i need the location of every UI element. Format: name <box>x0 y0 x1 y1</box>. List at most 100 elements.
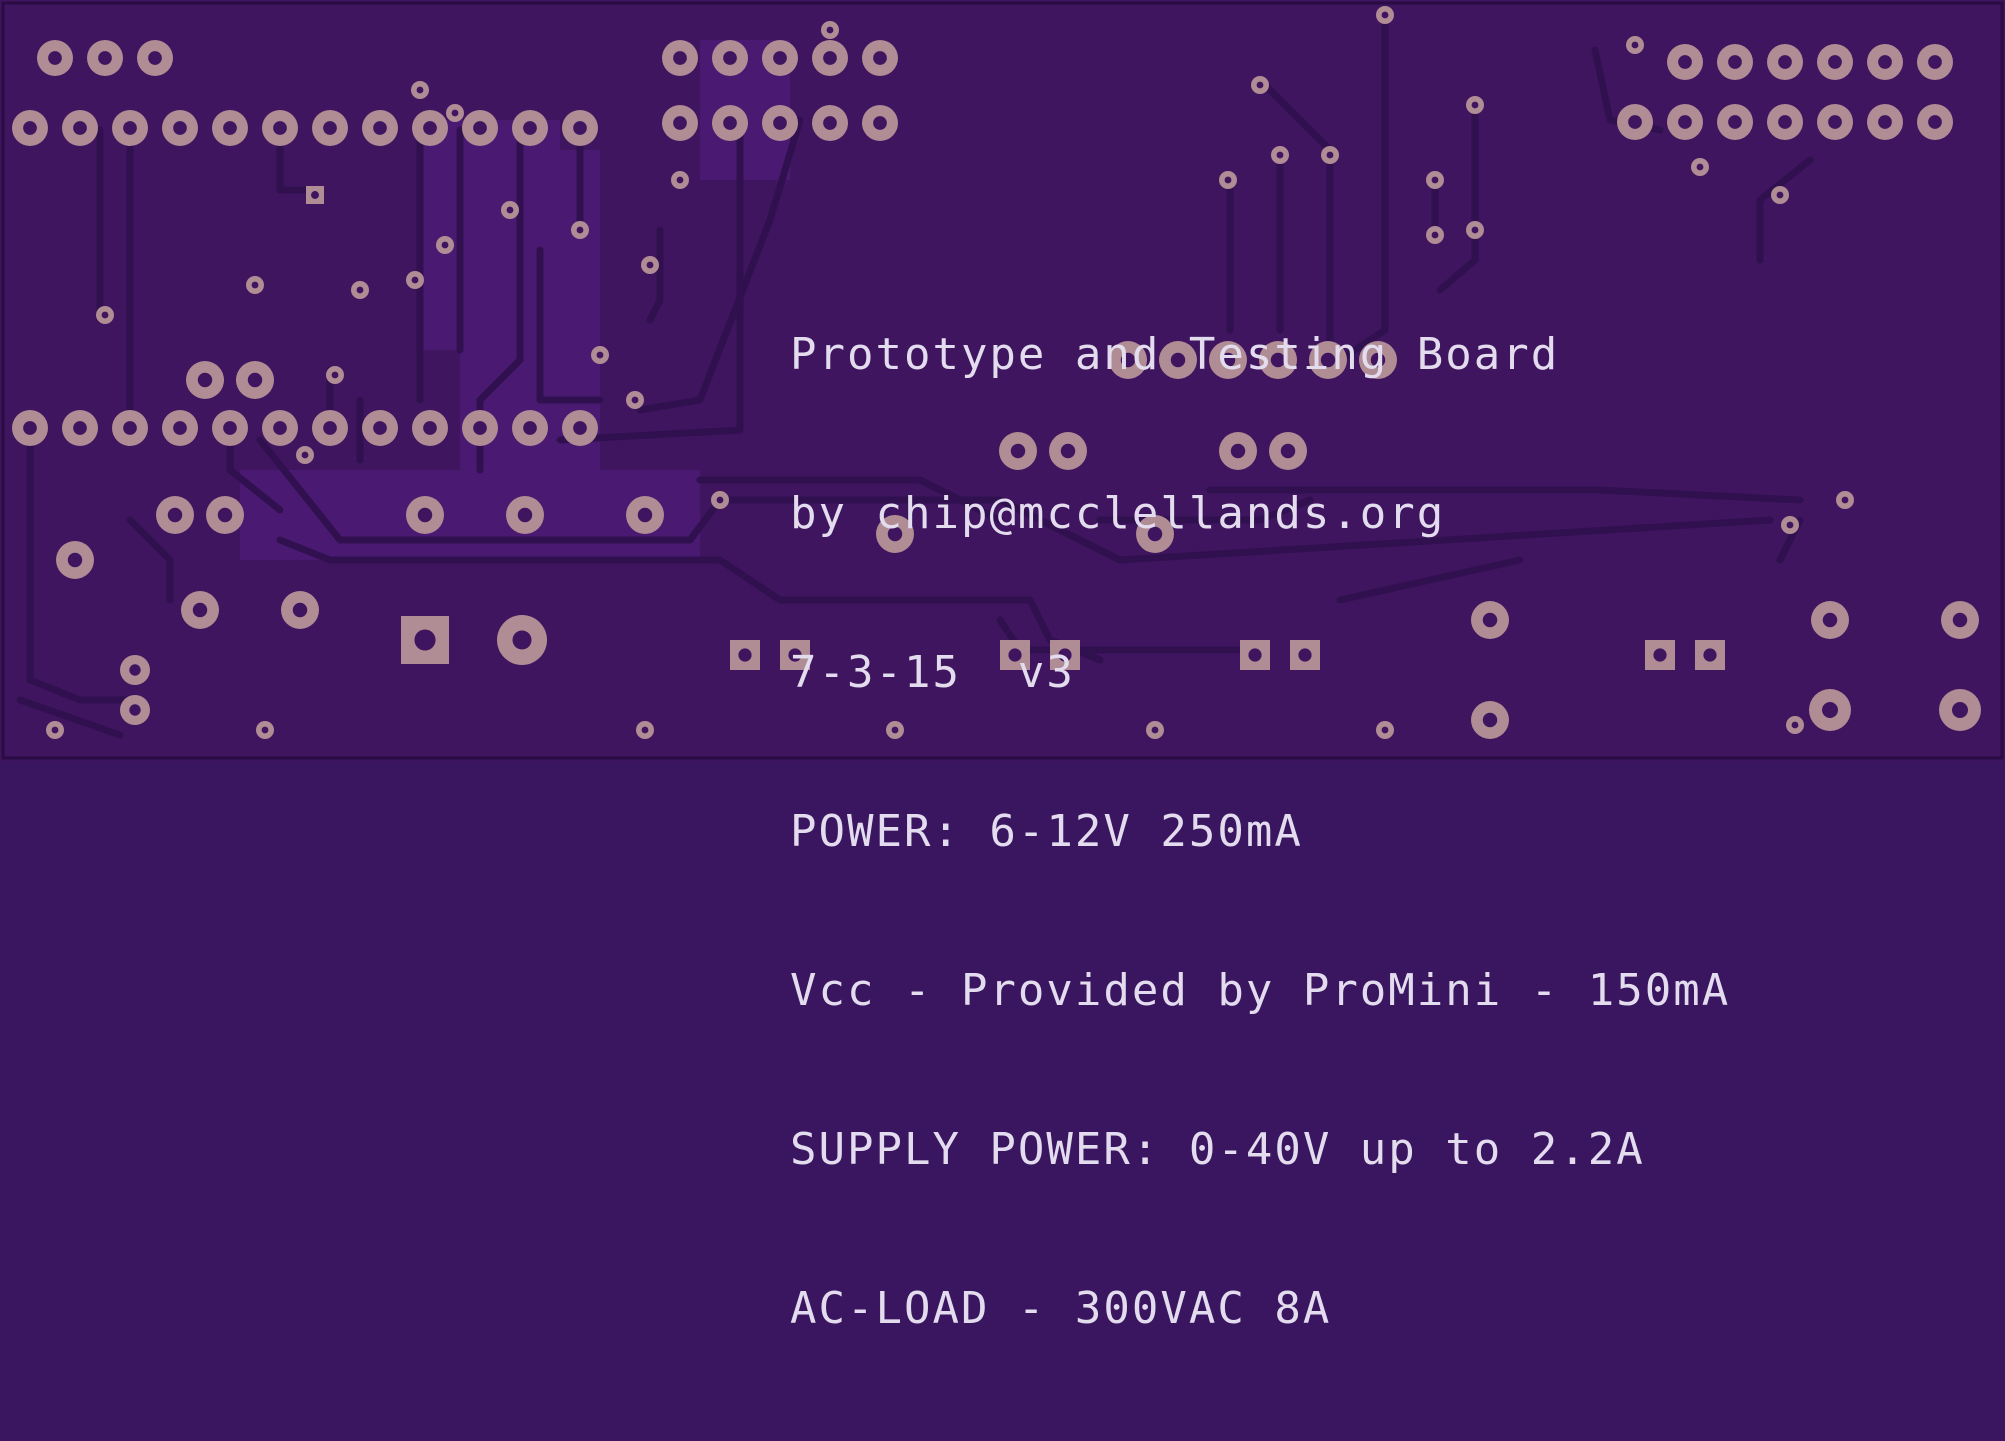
drill-hole <box>1728 55 1742 69</box>
drill-hole <box>723 51 737 65</box>
drill-hole <box>1482 612 1498 628</box>
drill-hole <box>1326 151 1334 159</box>
drill-hole <box>773 116 787 130</box>
drill-hole <box>823 116 837 130</box>
drill-hole <box>873 51 887 65</box>
drill-hole <box>23 121 37 135</box>
drill-hole <box>1276 151 1284 159</box>
drill-hole <box>123 121 137 135</box>
drill-hole <box>416 86 424 94</box>
drill-hole <box>1471 101 1479 109</box>
copper-trace <box>536 246 604 404</box>
silkscreen-ac-load: AC-LOAD - 300VAC 8A <box>790 1283 1332 1334</box>
drill-hole <box>411 276 419 284</box>
copper-trace <box>716 556 1034 604</box>
drill-hole <box>673 51 687 65</box>
drill-hole <box>1147 526 1163 542</box>
drill-hole <box>51 726 59 734</box>
drill-hole <box>123 421 137 435</box>
drill-hole <box>512 630 532 650</box>
copper-trace <box>1436 101 1479 294</box>
drill-hole <box>1778 115 1792 129</box>
drill-hole <box>1703 648 1717 662</box>
drill-hole <box>101 311 109 319</box>
copper-trace <box>256 436 694 544</box>
drill-hole <box>1628 115 1642 129</box>
drill-hole <box>891 726 899 734</box>
pcb-layout <box>0 0 2005 761</box>
drill-hole <box>301 451 309 459</box>
drill-hole <box>1120 352 1136 368</box>
drill-hole <box>1828 55 1842 69</box>
drill-hole <box>414 629 436 651</box>
drill-hole <box>323 421 337 435</box>
copper-trace <box>686 496 1774 564</box>
drill-hole <box>223 121 237 135</box>
drill-hole <box>773 51 787 65</box>
drill-hole <box>311 191 319 199</box>
drill-hole <box>417 507 433 523</box>
drill-hole <box>1728 115 1742 129</box>
drill-hole <box>1170 352 1186 368</box>
drill-hole <box>517 507 533 523</box>
drill-hole <box>1270 352 1286 368</box>
drill-hole <box>506 206 514 214</box>
silkscreen-vcc: Vcc - Provided by ProMini - 150mA <box>790 965 1731 1016</box>
drill-hole <box>129 704 141 716</box>
copper-trace <box>1206 486 1804 504</box>
drill-hole <box>826 26 834 34</box>
drill-hole <box>1928 55 1942 69</box>
drill-hole <box>1381 726 1389 734</box>
drill-hole <box>247 372 263 388</box>
drill-hole <box>23 421 37 435</box>
drill-hole <box>1952 612 1968 628</box>
copper-trace <box>1336 11 1389 364</box>
drill-hole <box>1058 648 1072 662</box>
pads-layer <box>12 6 1981 739</box>
drill-hole <box>1320 352 1336 368</box>
drill-hole <box>373 121 387 135</box>
drill-hole <box>1878 115 1892 129</box>
drill-hole <box>523 421 537 435</box>
drill-hole <box>576 226 584 234</box>
drill-hole <box>873 116 887 130</box>
drill-hole <box>148 51 162 65</box>
drill-hole <box>673 116 687 130</box>
drill-hole <box>1256 81 1264 89</box>
drill-hole <box>1431 231 1439 239</box>
copper-trace <box>636 116 804 414</box>
copper-trace <box>26 426 134 704</box>
drill-hole <box>451 109 459 117</box>
drill-hole <box>738 648 752 662</box>
drill-hole <box>1220 352 1236 368</box>
drill-hole <box>1928 115 1942 129</box>
copper-trace <box>696 476 1004 524</box>
pcb-board: Prototype and Testing Board by chip@mccl… <box>0 0 2005 1334</box>
copper-trace <box>646 226 664 324</box>
drill-hole <box>716 496 724 504</box>
drill-hole <box>98 51 112 65</box>
drill-hole <box>573 421 587 435</box>
drill-hole <box>251 281 259 289</box>
drill-hole <box>473 121 487 135</box>
drill-hole <box>1280 443 1296 459</box>
drill-hole <box>223 421 237 435</box>
drill-hole <box>129 664 141 676</box>
drill-hole <box>641 726 649 734</box>
drill-hole <box>473 421 487 435</box>
drill-hole <box>173 421 187 435</box>
drill-hole <box>273 121 287 135</box>
silkscreen-supply: SUPPLY POWER: 0-40V up to 2.2A <box>790 1124 1645 1175</box>
drill-hole <box>1841 496 1849 504</box>
drill-hole <box>646 261 654 269</box>
drill-hole <box>1791 721 1799 729</box>
copper-trace <box>1756 156 1814 264</box>
copper-trace <box>1336 556 1524 604</box>
drill-hole <box>523 121 537 135</box>
drill-hole <box>1431 176 1439 184</box>
drill-hole <box>192 602 208 618</box>
drill-hole <box>48 51 62 65</box>
drill-hole <box>73 121 87 135</box>
drill-hole <box>823 51 837 65</box>
drill-hole <box>67 552 83 568</box>
